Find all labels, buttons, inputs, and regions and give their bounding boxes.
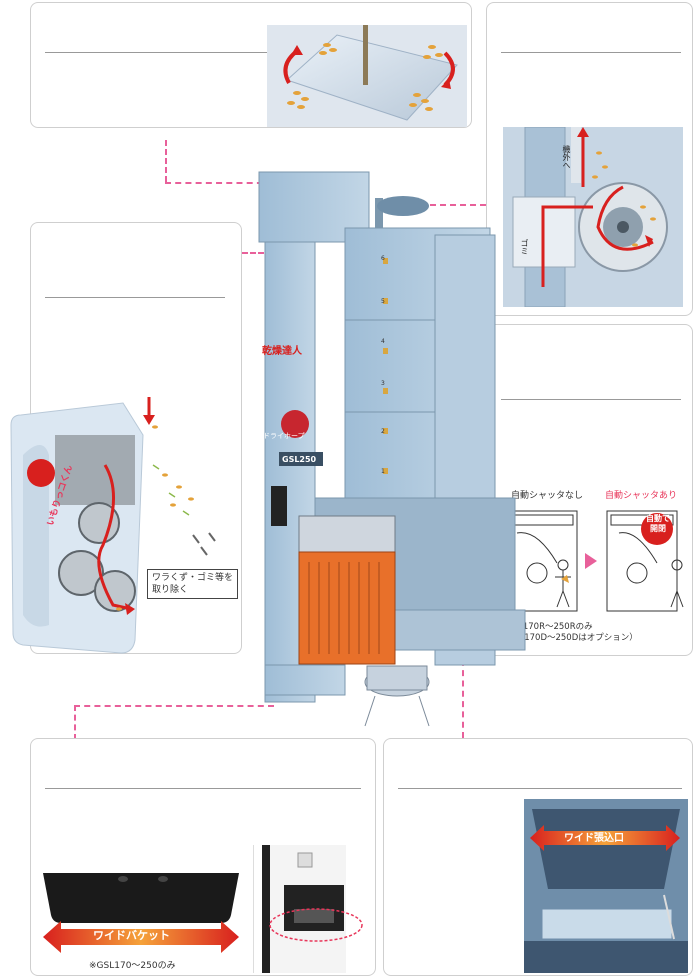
shutter-note-line-2: （GSL170D～250Dはオプション） — [499, 633, 638, 643]
tank-number-2: 2 — [381, 428, 385, 435]
panel-heading-rule — [45, 788, 361, 789]
tank-number-6: 6 — [381, 255, 385, 262]
debris-callout-line-2: 取り除く — [152, 585, 189, 595]
panel-wide-bucket: ワイドバケット ※GSL170～250のみ — [30, 738, 376, 976]
panel-heading-rule — [501, 399, 681, 400]
panel-grain-circulation — [30, 2, 472, 128]
grain-dryer-machine — [258, 171, 526, 727]
debris-callout-line-1: ワラくず・ゴミ等を — [152, 573, 234, 583]
grain-circulation-illustration — [267, 25, 467, 127]
wide-hopper-arrow — [530, 825, 680, 851]
panel-heading-rule — [45, 297, 225, 298]
fan-photo: 機外へ ゴミ — [503, 127, 683, 307]
fan-label-out: 機外へ — [562, 145, 571, 169]
dryer-badge: ドライホープ — [263, 432, 305, 440]
tank-number-1: 1 — [381, 468, 385, 475]
panel-auto-shutter: 自動シャッタなし 自動シャッタあり 自動で 開閉 ※GSL170R～250Rのみ… — [486, 324, 693, 656]
bucket-closeup-photo — [253, 845, 364, 973]
shutter-label-without: 自動シャッタなし — [511, 491, 584, 501]
wide-hopper-illustration — [524, 799, 688, 973]
debris-removal-photo: いもりっコくん — [3, 395, 235, 660]
connector-left-h — [242, 252, 272, 254]
panel-wide-hopper: ワイド張込口 — [383, 738, 693, 976]
panel-heading-rule — [45, 52, 267, 53]
wide-bucket-arrow — [43, 921, 239, 953]
wide-bucket-banner: ワイドバケット — [93, 929, 170, 942]
connector-bottom-left-v — [74, 705, 76, 740]
wide-bucket-illustration — [43, 873, 239, 923]
panel-dust-exhaust: 機外へ ゴミ — [486, 2, 693, 316]
wide-hopper-photo: ワイド張込口 — [524, 799, 688, 973]
shutter-bubble-line-2: 開閉 — [650, 524, 666, 533]
fan-illustration — [503, 127, 683, 307]
brand-logo-text: 乾燥達人 — [262, 346, 302, 357]
shutter-bubble-line-1: 自動で — [646, 514, 670, 523]
tank-number-4: 4 — [381, 338, 385, 345]
shutter-bubble: 自動で 開閉 — [641, 514, 675, 534]
tank-number-3: 3 — [381, 380, 385, 387]
debris-removal-illustration — [10, 397, 216, 654]
connector-bottom-left-h — [74, 705, 274, 707]
panel-heading-rule — [501, 52, 681, 53]
wide-bucket-note: ※GSL170～250のみ — [89, 961, 176, 971]
panel-heading-rule — [398, 788, 682, 789]
shutter-label-with: 自動シャッタあり — [605, 491, 678, 501]
debris-callout: ワラくず・ゴミ等を 取り除く — [147, 569, 239, 599]
connector-top-left-v — [165, 140, 167, 182]
wide-hopper-banner: ワイド張込口 — [564, 833, 624, 844]
shutter-note-line-1: ※GSL170R～250Rのみ — [499, 622, 593, 632]
connector-bottom-right-v — [462, 598, 464, 738]
shutter-note: ※GSL170R～250Rのみ （GSL170D～250Dはオプション） — [499, 622, 638, 644]
fan-label-dust: ゴミ — [520, 239, 529, 255]
connector-top-right-h — [410, 204, 486, 206]
auto-shutter-illustration — [506, 510, 684, 612]
bucket-closeup-illustration — [262, 845, 363, 973]
grain-circulation-photo — [267, 25, 467, 127]
series-badge: GSL250 — [282, 455, 317, 464]
tank-number-5: 5 — [381, 298, 385, 305]
